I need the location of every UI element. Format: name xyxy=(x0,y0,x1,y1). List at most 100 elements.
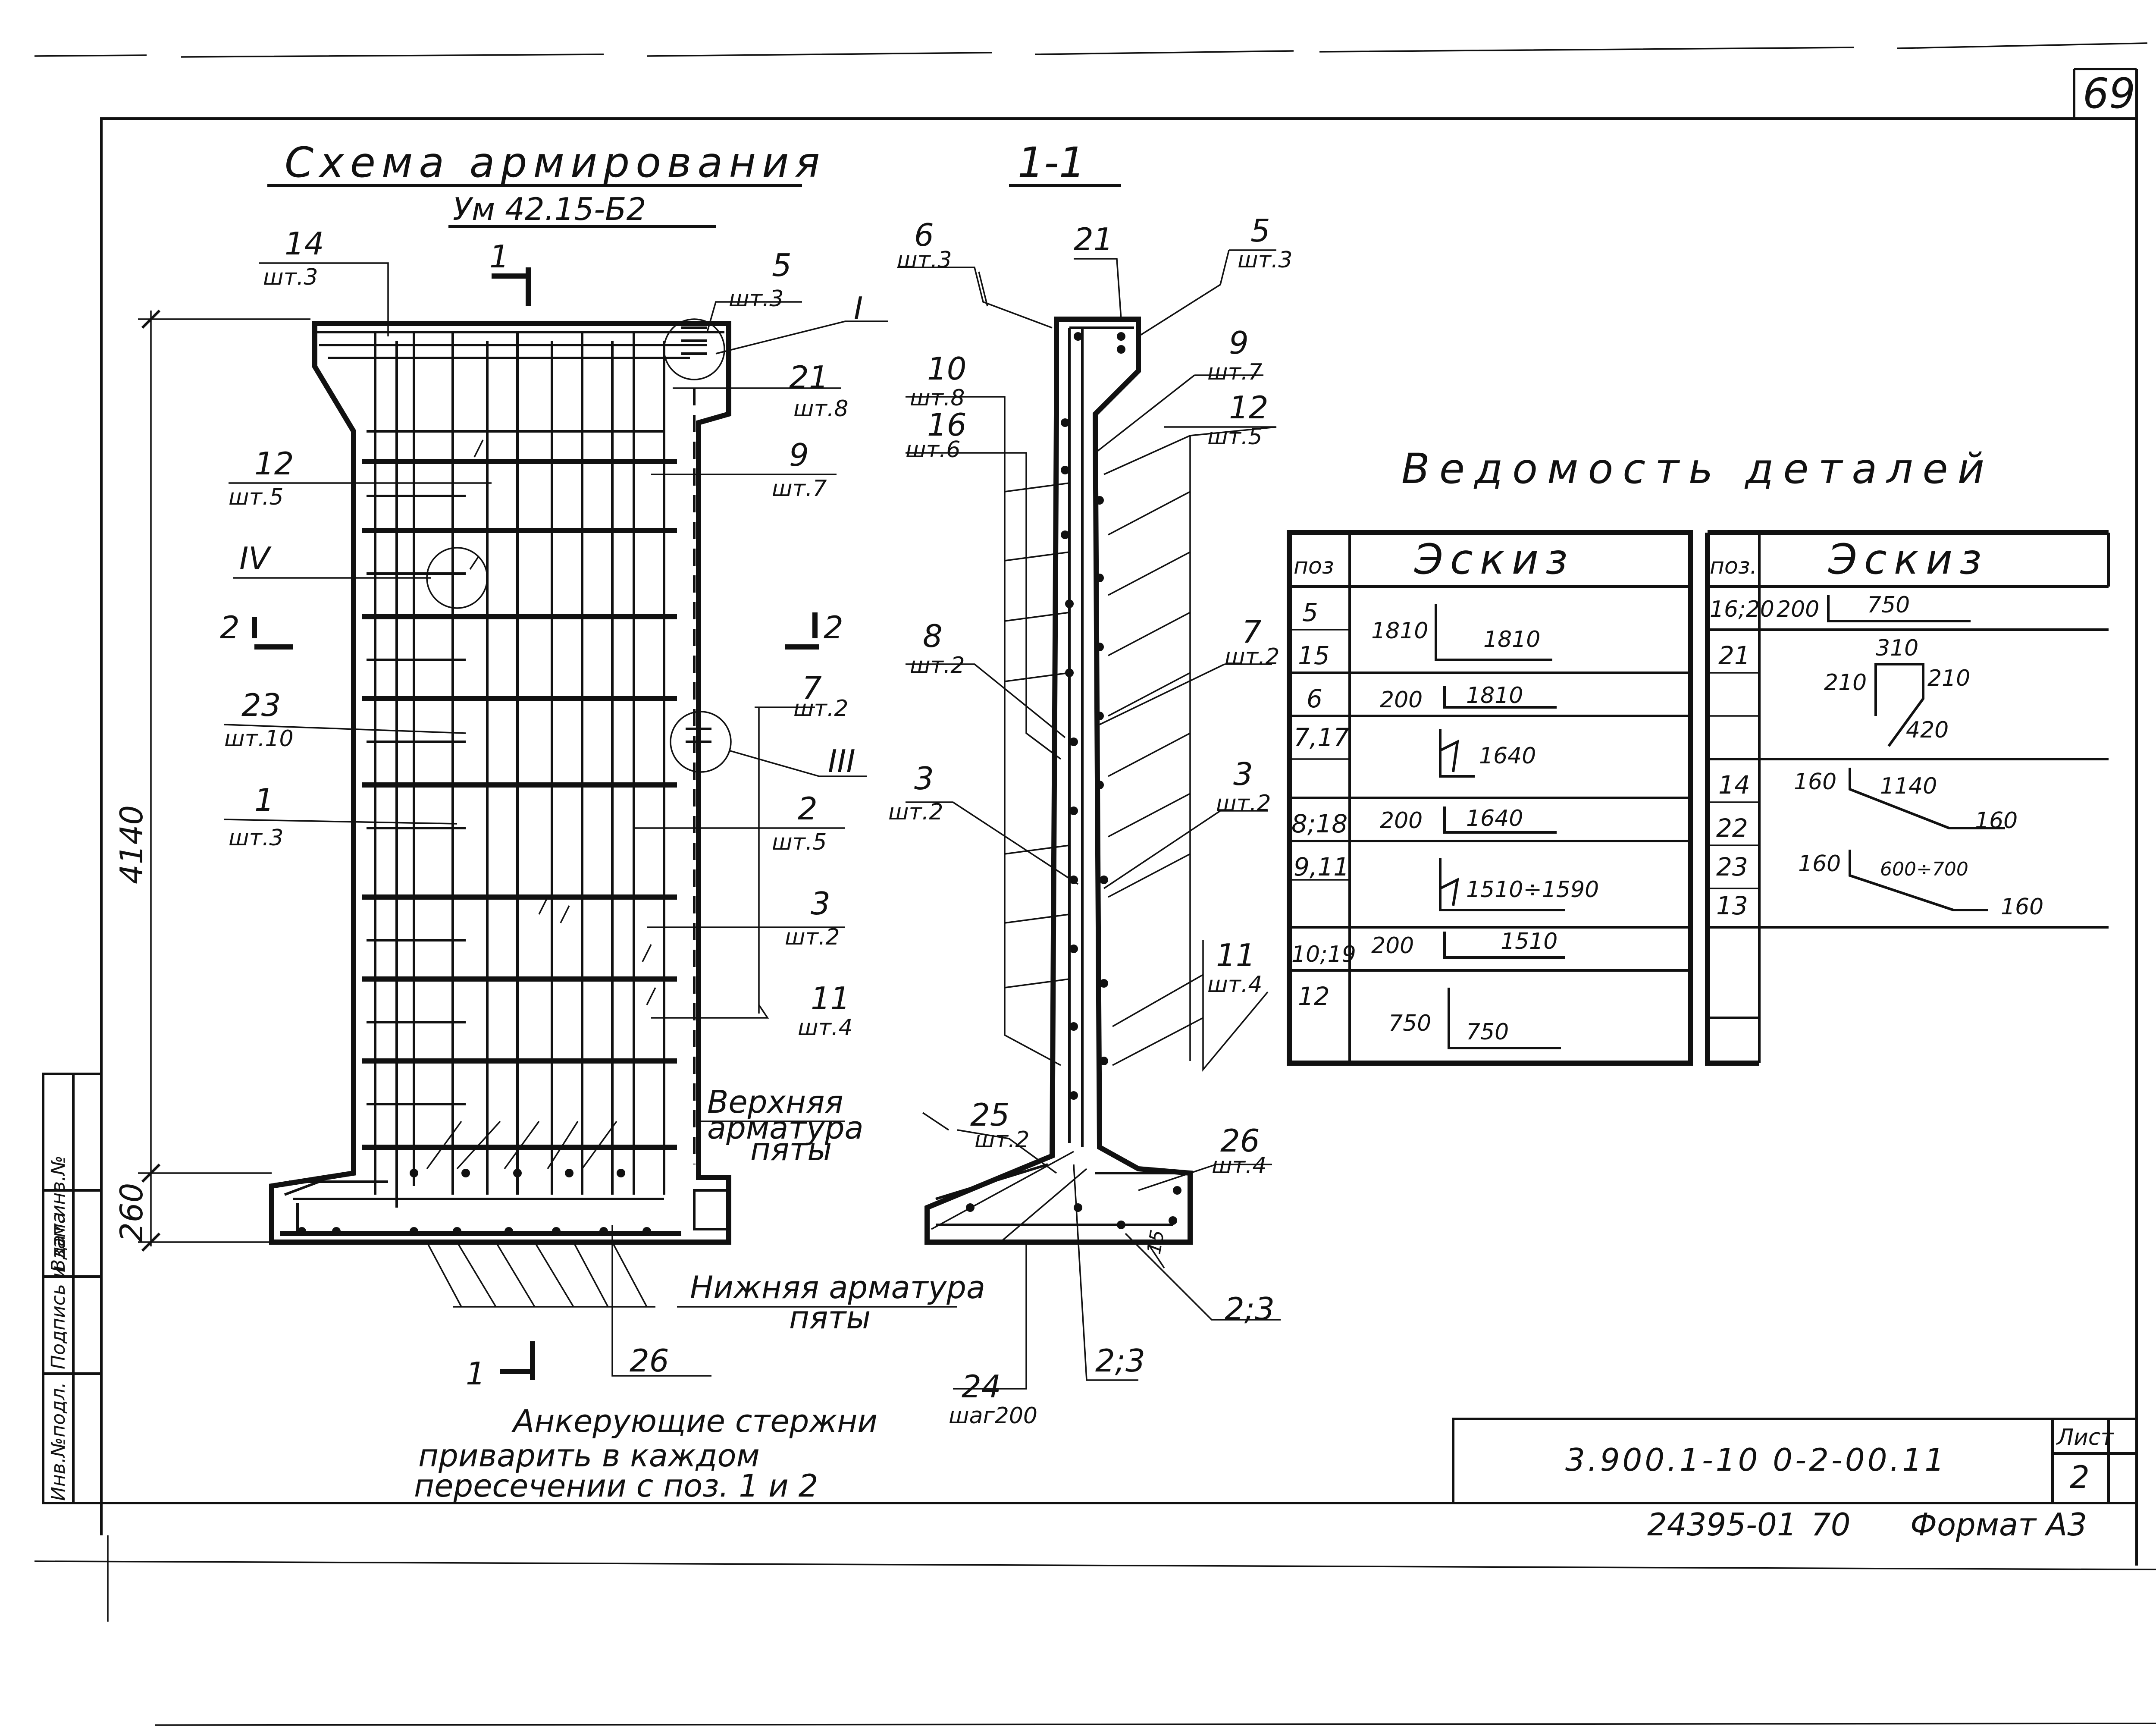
section-label-24: 24 xyxy=(962,1368,1001,1405)
section-outline xyxy=(924,317,1193,1245)
sketch-l-818 xyxy=(1443,807,1557,834)
right-callout-lines xyxy=(634,301,845,1019)
section-callout-10-qty: шт.8 xyxy=(910,385,965,411)
section-25-line xyxy=(922,1112,1057,1174)
note-lower-2: пяты xyxy=(789,1299,871,1336)
sketch-r-23 xyxy=(1849,850,1988,911)
sketch-r-21 xyxy=(1874,663,1924,747)
footer-format: Формат А3 xyxy=(1910,1506,2087,1543)
callout-14-qty: шт.3 xyxy=(263,264,318,290)
callout-11-qty: шт.4 xyxy=(798,1015,853,1041)
section-24-line xyxy=(953,1242,1027,1390)
sketch-l-12 xyxy=(1448,988,1561,1049)
title-block-sheet-label: Лист xyxy=(2056,1425,2114,1450)
section-1-bottom-label: 1 xyxy=(466,1356,486,1392)
callout-11-pos: 11 xyxy=(811,980,850,1017)
right-row-23-b: 600÷700 xyxy=(1880,858,1968,880)
detail-marker-IV: IV xyxy=(239,540,272,577)
schedule-left-header-pos: поз xyxy=(1294,553,1334,579)
schedule-table-right xyxy=(1705,530,2110,1066)
section-callout-3l-qty: шт.2 xyxy=(888,799,943,825)
section-label-21: 21 xyxy=(1074,221,1113,257)
note-upper-3: пяты xyxy=(750,1131,832,1167)
left-row-1019-b: 1510 xyxy=(1501,929,1557,954)
callout-21-qty: шт.8 xyxy=(793,396,849,422)
callout-7-qty: шт.2 xyxy=(793,696,849,722)
section-label-25-qty: шт.2 xyxy=(975,1127,1030,1153)
sheet-number: 69 xyxy=(2083,69,2135,118)
right-row-14-b: 1140 xyxy=(1880,773,1937,799)
callout-3-pos: 3 xyxy=(811,885,830,922)
callout-5-qty: шт.3 xyxy=(729,286,784,312)
section-left-callout-lines xyxy=(897,267,1078,1066)
right-row-21-d: 420 xyxy=(1906,717,1949,743)
callout-14-pos: 14 xyxy=(285,226,324,262)
sketch-r-14 xyxy=(1849,768,2005,829)
footer-page: 70 xyxy=(1811,1506,1851,1543)
right-row-21-a: 310 xyxy=(1876,635,1918,661)
horizontal-bars xyxy=(362,430,677,1150)
side-stamp xyxy=(42,1073,103,1504)
section-callout-16-qty: шт.6 xyxy=(906,437,961,463)
detail-marker-I: I xyxy=(854,290,863,326)
section-marker-2-left xyxy=(252,617,293,650)
schedule-right-header-pos: поз. xyxy=(1710,553,1757,579)
left-row-5-pos: 5 xyxy=(1302,598,1318,627)
callout-7-pos: 7 xyxy=(802,670,822,706)
note-anchor-1: Анкерующие стержни xyxy=(511,1403,877,1439)
section-callout-9r-pos: 9 xyxy=(1229,325,1249,361)
left-row-911-pos: 9,11 xyxy=(1294,852,1349,882)
section-callout-8-qty: шт.2 xyxy=(910,653,965,678)
stamp-vzam-inv: Взам.инв.№ xyxy=(47,1155,69,1272)
title-block-sheet-no: 2 xyxy=(2070,1459,2090,1495)
right-row-21-pos: 21 xyxy=(1718,641,1750,670)
section-label-2-3a: 2;3 xyxy=(1095,1343,1145,1379)
detail-circles xyxy=(426,318,732,773)
callout-26-line xyxy=(611,1225,711,1377)
section-23a-line xyxy=(1073,1164,1138,1381)
section-callout-10-pos: 10 xyxy=(927,351,967,387)
schedule-right-header-sketch: Эскиз xyxy=(1828,535,1988,584)
section-callout-5r-pos: 5 xyxy=(1250,213,1270,249)
right-row-14-a: 160 xyxy=(1794,769,1836,795)
scan-artifacts xyxy=(34,42,2156,1726)
section-callout-26r-qty: шт.4 xyxy=(1212,1153,1267,1179)
sketch-l-717 xyxy=(1439,729,1475,778)
left-row-1019-pos: 10;19 xyxy=(1291,941,1356,967)
section-callout-6-qty: шт.3 xyxy=(897,247,952,273)
detail-marker-III: III xyxy=(828,743,856,779)
section-callout-16-pos: 16 xyxy=(927,407,967,443)
right-row-22-pos: 22 xyxy=(1716,813,1748,843)
note-upper-1: Верхняя xyxy=(707,1084,843,1120)
stamp-inv-podl: Инв.№подл. xyxy=(47,1382,69,1501)
left-row-6-pos: 6 xyxy=(1307,684,1322,713)
note-anchor-2: приварить в каждом xyxy=(418,1437,760,1474)
section-label-2-3b: 2;3 xyxy=(1225,1291,1275,1327)
sheet-frame xyxy=(100,68,2138,1566)
sketch-l-5 xyxy=(1435,604,1552,661)
right-row-1620-b: 750 xyxy=(1867,592,1910,618)
callout-2-pos: 2 xyxy=(798,791,818,827)
note-lower-1: Нижняя арматура xyxy=(690,1269,985,1305)
footing xyxy=(280,1120,730,1308)
note-anchor-3: пересечении с поз. 1 и 2 xyxy=(414,1468,818,1504)
section-15-line xyxy=(1146,1242,1165,1268)
left-row-717-pos: 7,17 xyxy=(1294,723,1349,752)
schedule-left-header-sketch: Эскиз xyxy=(1414,535,1574,584)
wall-elevation-outline xyxy=(269,321,731,1245)
section-right-callout-lines xyxy=(1094,249,1277,1191)
left-row-15-pos: 15 xyxy=(1298,641,1330,670)
section-label-15: 15 xyxy=(1143,1228,1169,1256)
callout-21-pos: 21 xyxy=(789,359,829,395)
right-row-14-c: 160 xyxy=(1975,808,2018,834)
sketch-l-6 xyxy=(1443,686,1557,709)
callout-5-pos: 5 xyxy=(772,247,792,283)
left-row-818-b: 1640 xyxy=(1466,806,1523,832)
right-row-23-a: 160 xyxy=(1798,851,1841,877)
section-callout-8-pos: 8 xyxy=(923,618,943,654)
callout-12-qty: шт.5 xyxy=(229,484,284,510)
section-callout-5r-qty: шт.3 xyxy=(1238,247,1293,273)
section-label-25: 25 xyxy=(970,1097,1010,1133)
dimension-4140: 4140 xyxy=(113,805,150,884)
schedule-table-left xyxy=(1287,530,1693,1066)
